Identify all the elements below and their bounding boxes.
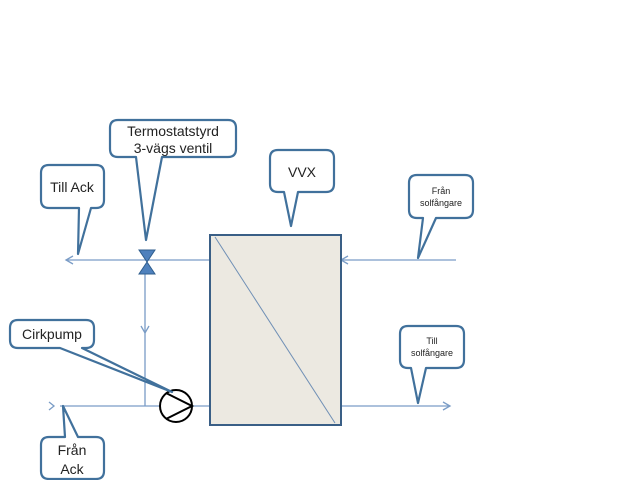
callout-label: Till [426,336,437,346]
callout-till-ack: Till Ack [39,163,106,256]
callout-vvx: VVX [268,148,336,228]
callout-label: VVX [288,164,317,180]
pipes [48,255,456,411]
callout-label: solfångare [411,348,453,358]
callout-fran-solfangare: Från solfångare [407,173,475,260]
callout-label: Ack [60,461,84,477]
callout-valve: Termostatstyrd 3-vägs ventil [108,118,238,242]
arrow-right-icon [48,401,56,411]
callout-label: Till Ack [50,179,95,195]
callout-label: Från [432,186,451,196]
callout-label: solfångare [420,198,462,208]
callout-till-solfangare: Till solfångare [398,324,466,405]
callout-label: Cirkpump [22,326,82,342]
callout-label: 3-vägs ventil [134,140,213,156]
callout-label: Från [58,442,87,458]
arrow-left-icon [64,255,74,265]
arrow-right-icon [442,401,452,411]
pump-icon [159,389,195,423]
callout-fran-ack: Från Ack [39,404,106,480]
three-way-valve-icon [138,249,156,275]
callout-label: Termostatstyrd [127,123,219,139]
arrow-down-icon [140,325,150,335]
callout-cirkpump: Cirkpump [8,318,174,394]
heat-exchanger [209,234,342,426]
